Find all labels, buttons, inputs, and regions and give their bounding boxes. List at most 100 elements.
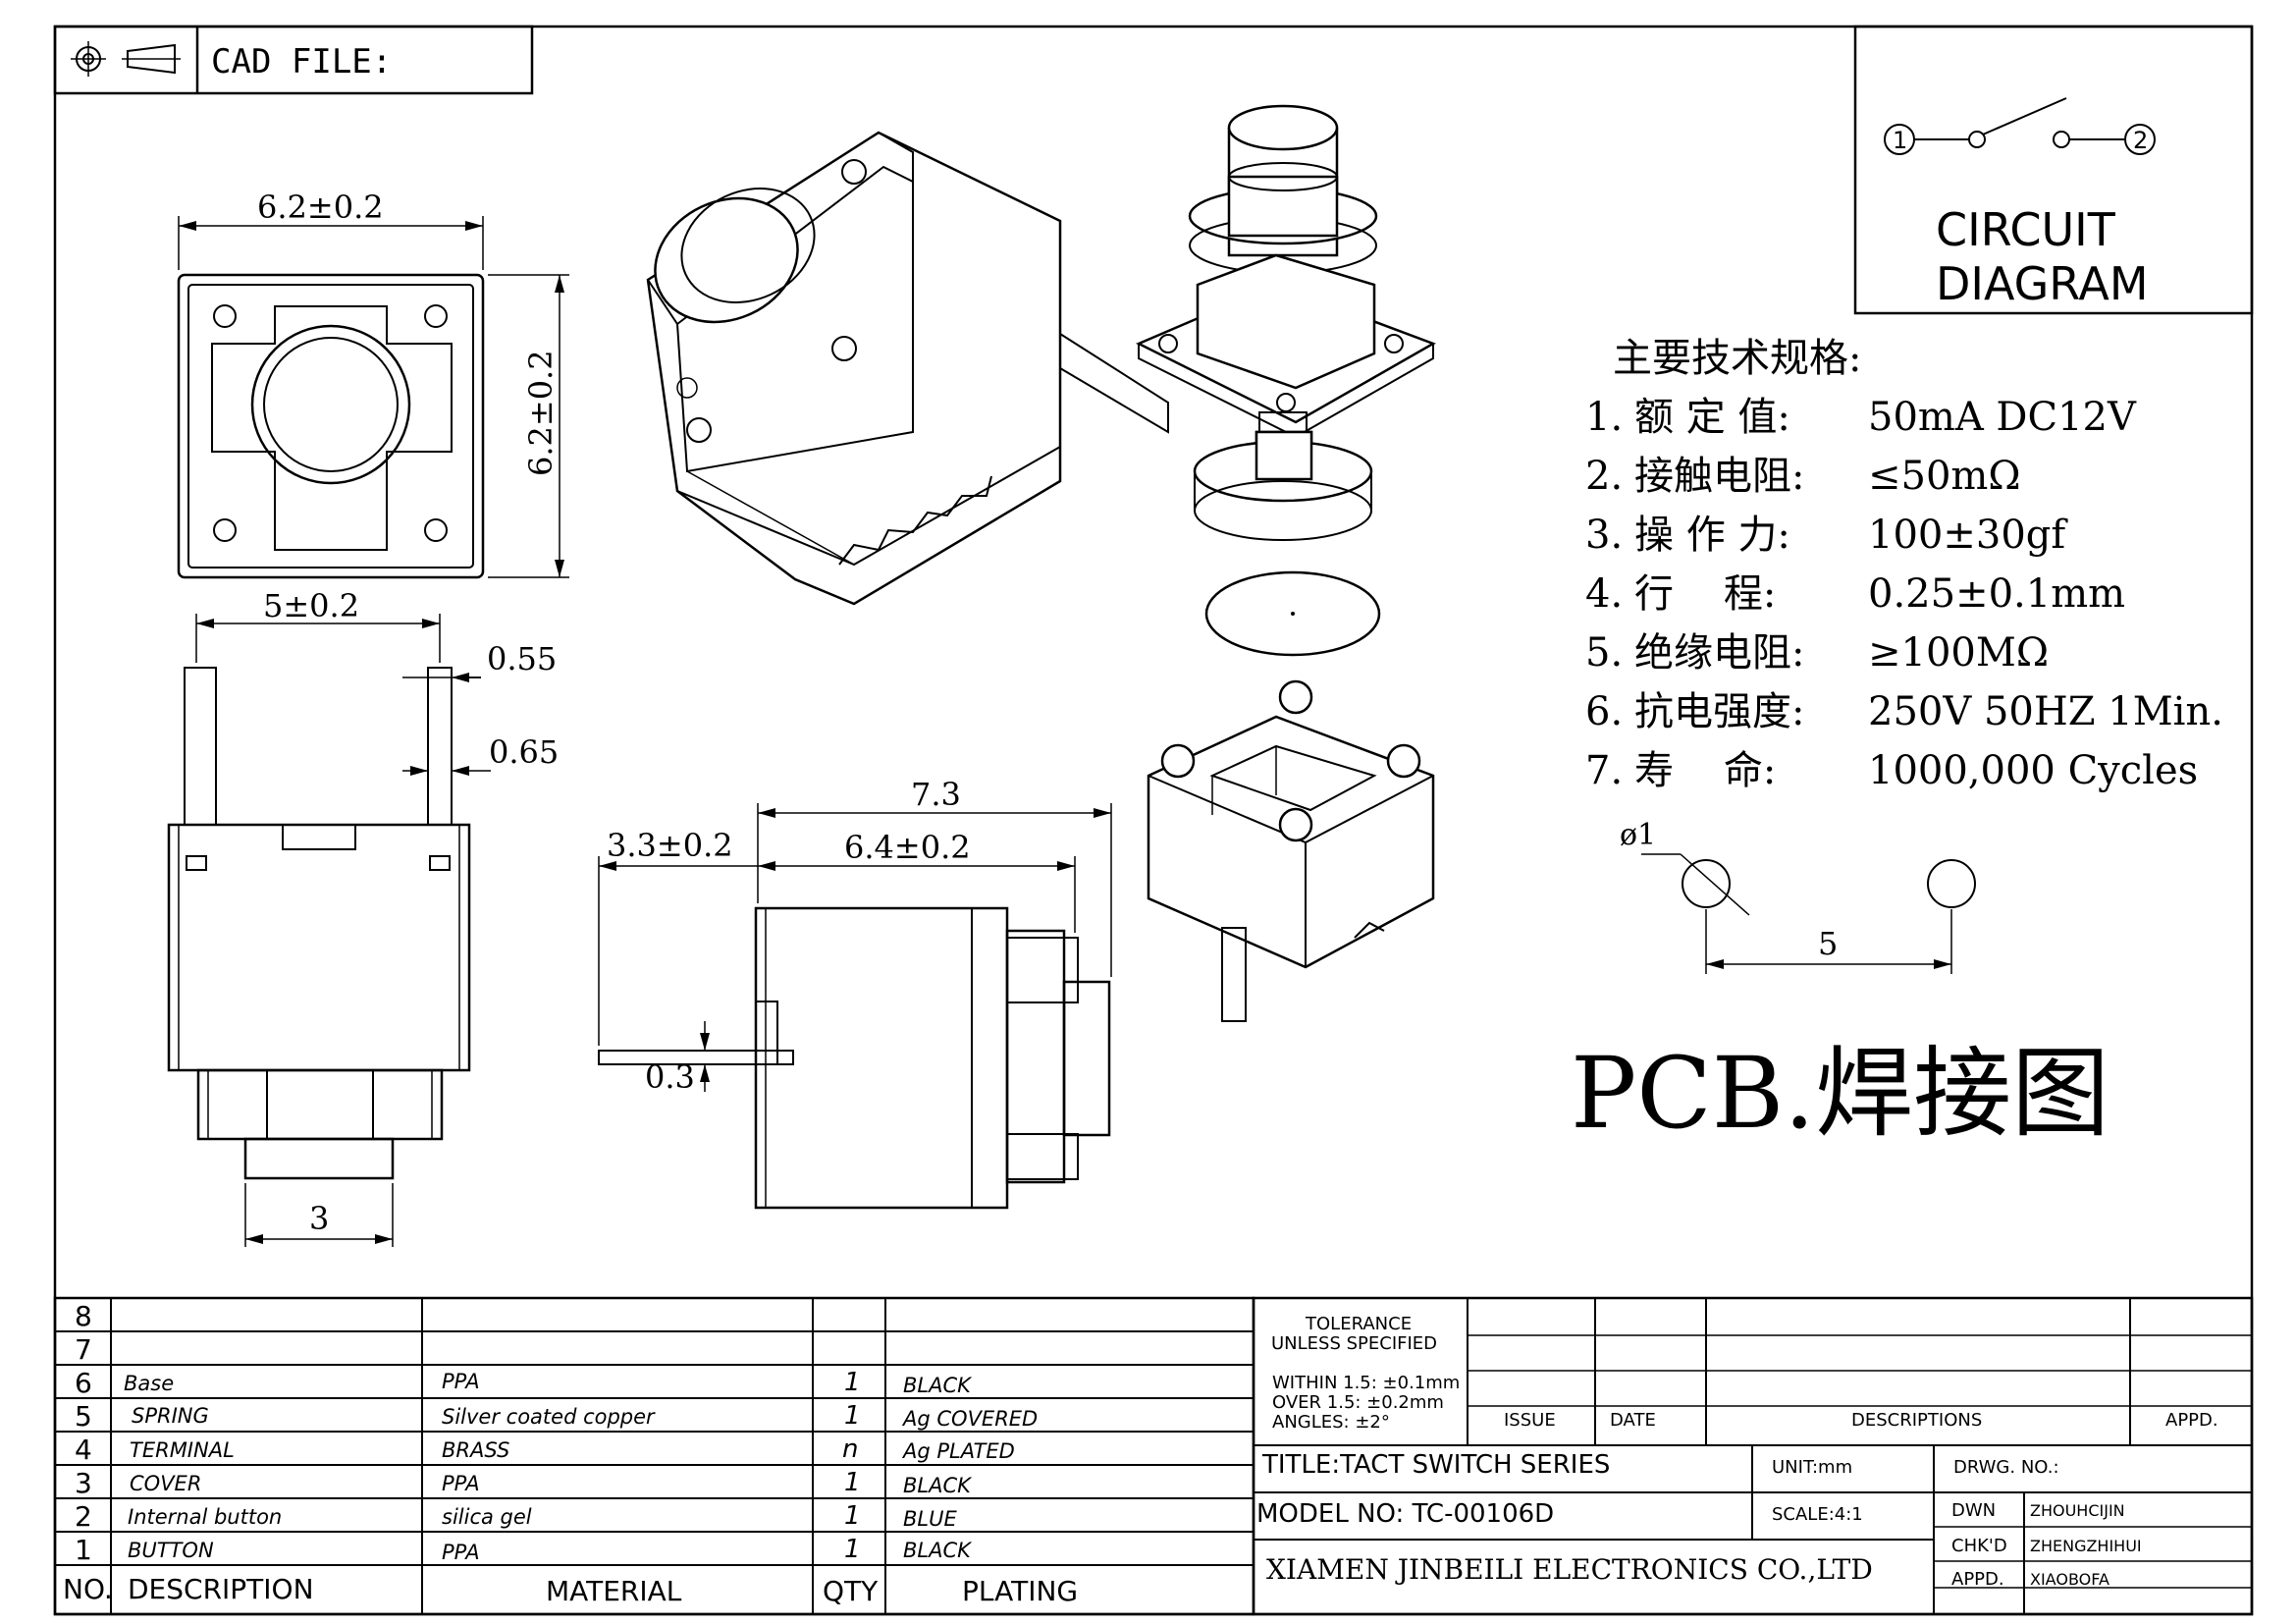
bom-mat-6: PPA: [442, 1370, 480, 1393]
side-view: 7.3 6.4±0.2 3.3±0.2 0.3: [598, 776, 1112, 1210]
bom-qty-1: 1: [844, 1535, 861, 1564]
spec-2-value: ≤50mΩ: [1868, 454, 2021, 499]
tb-descriptions: DESCRIPTIONS: [1851, 1410, 1982, 1431]
bom-table: 8 7 6 5 4 3 2 1 Base SPRING TERMINAL COV…: [53, 1296, 1255, 1616]
tb-issue: ISSUE: [1504, 1410, 1556, 1431]
bom-plating-3: BLACK: [903, 1474, 973, 1497]
top-view: 6.2±0.2 6.2±0.2: [177, 189, 569, 579]
bom-mat-3: PPA: [442, 1472, 480, 1495]
spec-7-name: 寿 命:: [1634, 748, 1776, 793]
tb-tolerance-1: TOLERANCE: [1305, 1314, 1412, 1334]
bom-qty-2: 1: [844, 1501, 861, 1531]
spec-3-value: 100±30gf: [1868, 513, 2068, 558]
tb-appd2: APPD.: [1951, 1569, 2004, 1590]
bom-header-qty: QTY: [823, 1575, 879, 1607]
dim-side-overall: 7.3: [911, 776, 961, 813]
bom-header-plating: PLATING: [962, 1575, 1078, 1607]
bom-mat-5: Silver coated copper: [442, 1405, 656, 1429]
tb-dwn-name: ZHOUHCIJIN: [2030, 1501, 2125, 1520]
spec-7-value: 1000,000 Cycles: [1868, 748, 2198, 793]
bom-no-3: 3: [75, 1467, 92, 1499]
tb-date: DATE: [1610, 1410, 1656, 1431]
bom-mat-2: silica gel: [442, 1505, 532, 1529]
spec-7-num: 7.: [1585, 748, 1623, 793]
bom-mat-1: PPA: [442, 1541, 480, 1564]
circuit-pin2: 2: [2133, 127, 2148, 154]
dim-front-pitch: 5±0.2: [263, 587, 359, 624]
front-view: 5±0.2 0.55 0.65 3: [167, 587, 559, 1247]
tb-unit: UNIT:mm: [1772, 1457, 1852, 1478]
pcb-footprint: ø1 5 PCB.焊接图: [1571, 818, 2109, 1151]
bom-qty-4: n: [842, 1435, 858, 1464]
spec-heading: 主要技术规格:: [1613, 336, 1861, 381]
spec-3-name: 操 作 力:: [1634, 513, 1790, 558]
dim-front-stem: 3: [309, 1200, 329, 1237]
spec-2-num: 2.: [1585, 454, 1623, 499]
circuit-diagram: 1 2 CIRCUIT DIAGRAM: [1853, 25, 2254, 315]
bom-header-material: MATERIAL: [546, 1575, 682, 1607]
cad-header: CAD FILE:: [53, 25, 534, 95]
spec-5-name: 绝缘电阻:: [1634, 630, 1804, 676]
dim-side-body: 6.4±0.2: [844, 829, 971, 866]
dim-top-width: 6.2±0.2: [257, 189, 384, 226]
circuit-title-1: CIRCUIT: [1936, 203, 2116, 256]
pcb-hole-dia: ø1: [1620, 818, 1656, 852]
dim-top-height: 6.2±0.2: [522, 350, 560, 476]
bom-no-7: 7: [75, 1333, 92, 1366]
bom-qty-5: 1: [844, 1401, 861, 1431]
bom-no-4: 4: [75, 1434, 92, 1466]
dim-pin-065: 0.65: [489, 733, 559, 771]
bom-desc-4: TERMINAL: [130, 1438, 235, 1462]
exploded-view: [1136, 104, 1436, 1022]
tb-model: MODEL NO: TC-00106D: [1256, 1499, 1554, 1529]
spec-4-num: 4.: [1585, 571, 1623, 617]
spec-6-num: 6.: [1585, 689, 1623, 734]
bom-plating-2: BLUE: [903, 1507, 957, 1531]
bom-plating-4: Ag PLATED: [901, 1439, 1015, 1463]
bom-qty-3: 1: [844, 1468, 861, 1497]
dim-pin-055: 0.55: [487, 640, 557, 677]
bom-plating-5: Ag COVERED: [901, 1407, 1038, 1431]
bom-desc-3: COVER: [130, 1472, 201, 1495]
circuit-pin1: 1: [1893, 127, 1907, 154]
tb-dwn: DWN: [1951, 1500, 1996, 1521]
spec-5-num: 5.: [1585, 630, 1623, 676]
tb-chkd-name: ZHENGZHIHUI: [2030, 1537, 2142, 1555]
bom-header-no: NO.: [63, 1573, 113, 1605]
bom-desc-1: BUTTON: [128, 1539, 214, 1562]
bom-no-6: 6: [75, 1367, 92, 1399]
tb-within: WITHIN 1.5: ±0.1mm: [1272, 1373, 1460, 1393]
spec-4-name: 行 程:: [1634, 571, 1776, 617]
bom-header-desc: DESCRIPTION: [128, 1573, 314, 1605]
tb-chkd: CHK'D: [1951, 1536, 2007, 1556]
pcb-pitch: 5: [1818, 925, 1838, 962]
title-block: TOLERANCE UNLESS SPECIFIED WITHIN 1.5: ±…: [1252, 1296, 2254, 1616]
bom-no-5: 5: [75, 1400, 92, 1433]
pcb-title: PCB.焊接图: [1571, 1036, 2109, 1151]
projection-symbol-icon: [71, 41, 181, 77]
spec-6-value: 250V 50HZ 1Min.: [1868, 689, 2223, 734]
iso-assembled-switch: [646, 131, 1169, 606]
dim-side-stem: 3.3±0.2: [607, 827, 733, 864]
tb-drwg-no: DRWG. NO.:: [1953, 1457, 2059, 1478]
spec-1-value: 50mA DC12V: [1868, 395, 2137, 440]
dim-side-pin: 0.3: [645, 1058, 695, 1096]
spec-4-value: 0.25±0.1mm: [1868, 571, 2125, 617]
bom-no-1: 1: [75, 1534, 92, 1566]
bom-plating-1: BLACK: [903, 1539, 973, 1562]
spec-1-num: 1.: [1585, 395, 1623, 440]
spec-3-num: 3.: [1585, 513, 1623, 558]
spec-5-value: ≥100MΩ: [1868, 630, 2049, 676]
tb-tolerance-2: UNLESS SPECIFIED: [1271, 1333, 1437, 1354]
bom-no-2: 2: [75, 1500, 92, 1533]
tb-company: XIAMEN JINBEILI ELECTRONICS CO.,LTD: [1266, 1553, 1873, 1586]
bom-qty-6: 1: [844, 1368, 861, 1397]
tb-angles: ANGLES: ±2°: [1272, 1412, 1390, 1433]
spec-list: 主要技术规格: 1. 额 定 值: 50mA DC12V 2. 接触电阻: ≤5…: [1585, 336, 2223, 793]
cad-file-label: CAD FILE:: [211, 42, 392, 81]
spec-6-name: 抗电强度:: [1634, 689, 1804, 734]
circuit-title-2: DIAGRAM: [1936, 257, 2149, 310]
tb-title: TITLE:TACT SWITCH SERIES: [1261, 1450, 1610, 1480]
spec-2-name: 接触电阻:: [1634, 454, 1804, 499]
